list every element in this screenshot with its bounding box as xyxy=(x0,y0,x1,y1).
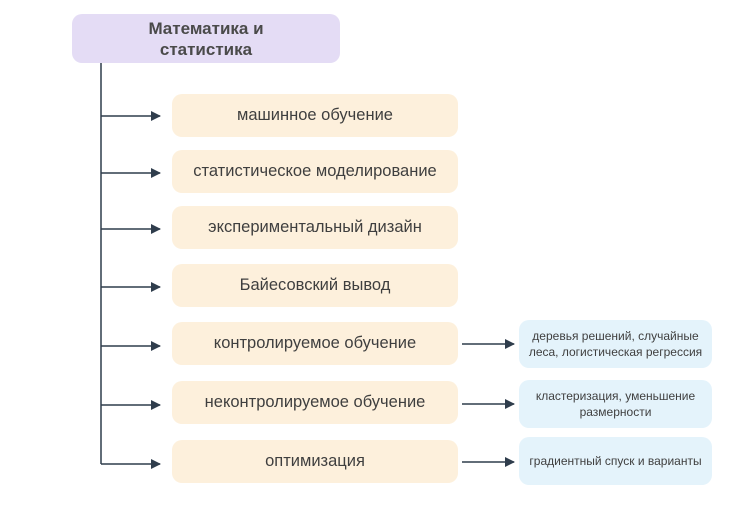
detail-node-supervised-examples: деревья решений, случайные леса, логисти… xyxy=(519,320,712,368)
branch-node-optimization: оптимизация xyxy=(172,440,458,483)
branch-node-statistical-modeling: статистическое моделирование xyxy=(172,150,458,193)
detail-node-optimization-examples: градиентный спуск и варианты xyxy=(519,437,712,485)
root-node-math-statistics: Математика и статистика xyxy=(72,14,340,63)
branch-node-bayesian-inference: Байесовский вывод xyxy=(172,264,458,307)
branch-node-supervised-learning: контролируемое обучение xyxy=(172,322,458,365)
detail-node-unsupervised-examples: кластеризация, уменьшение размерности xyxy=(519,380,712,428)
branch-node-experimental-design: экспериментальный дизайн xyxy=(172,206,458,249)
branch-node-unsupervised-learning: неконтролируемое обучение xyxy=(172,381,458,424)
branch-node-machine-learning: машинное обучение xyxy=(172,94,458,137)
